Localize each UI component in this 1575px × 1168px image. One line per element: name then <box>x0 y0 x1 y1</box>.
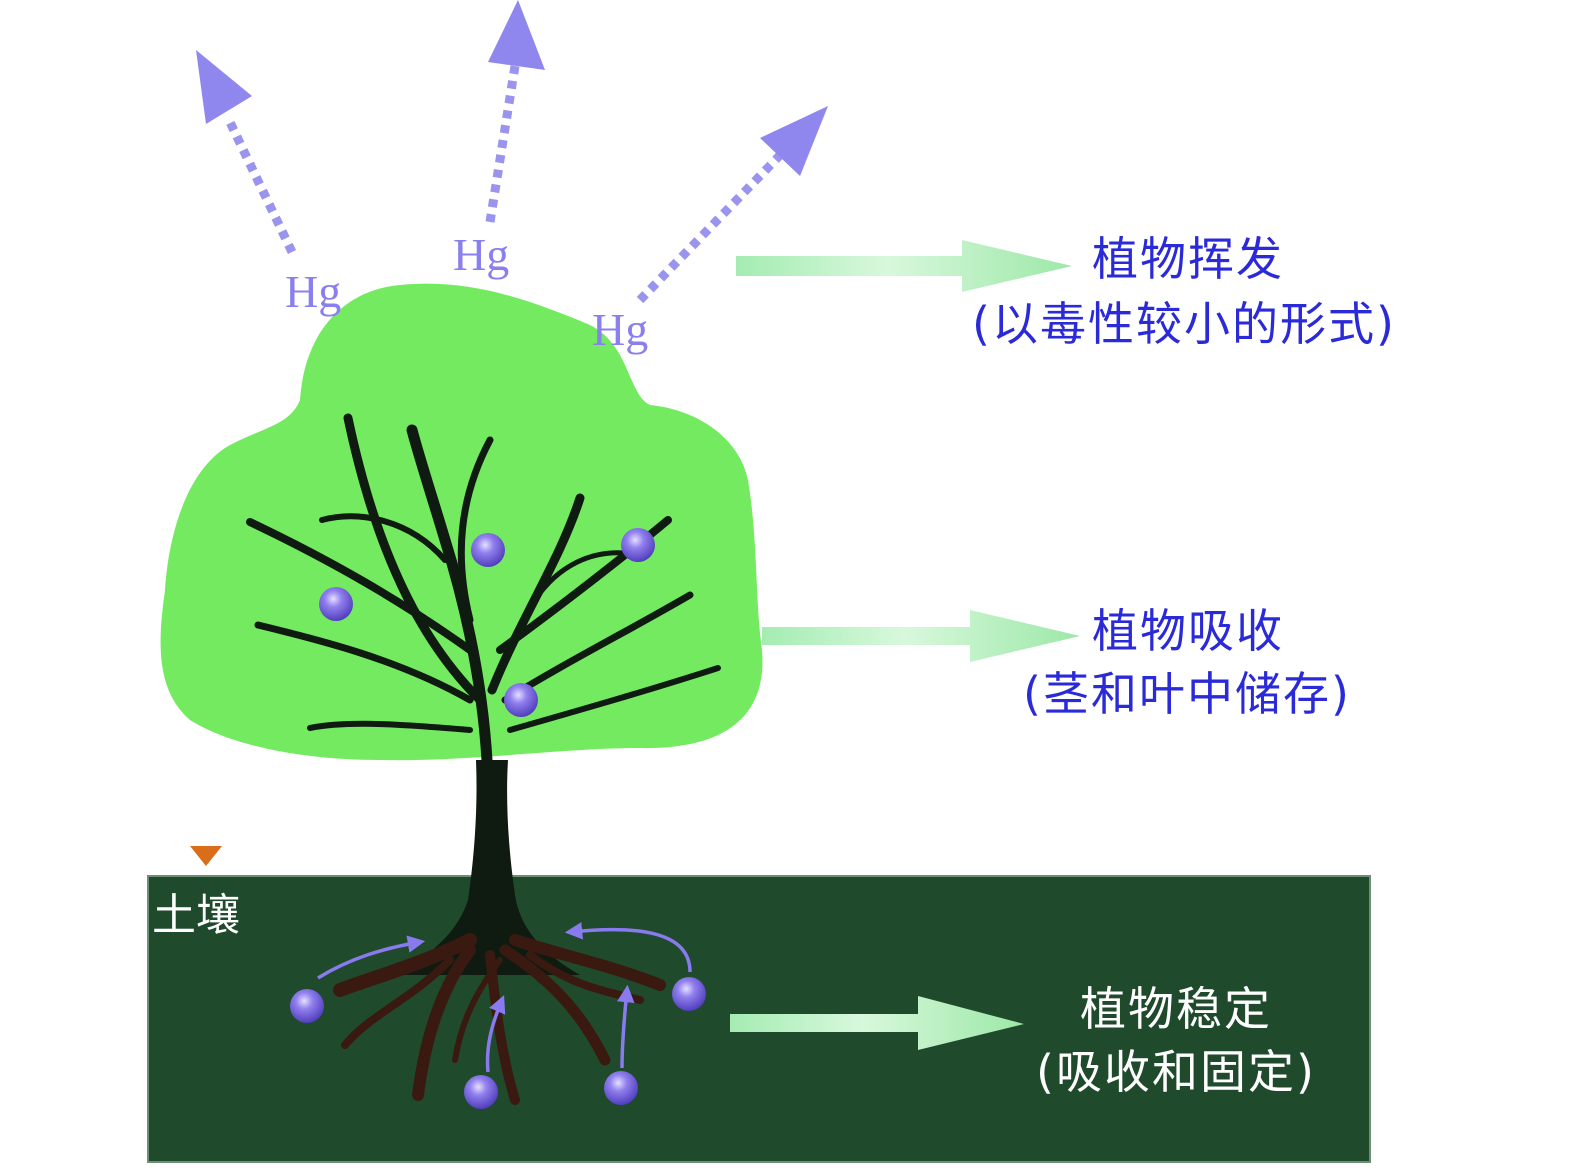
mercury-symbol-center: Hg <box>453 229 509 280</box>
uptake-arrow <box>564 922 692 973</box>
mercury-symbol-right: Hg <box>592 304 648 355</box>
uptake-arrow <box>317 935 426 980</box>
extraction-detail: (茎和叶中储存) <box>1023 667 1351 721</box>
process-arrow-volatilization <box>736 240 1072 292</box>
arrow-head-icon <box>488 0 545 70</box>
process-arrow-extraction <box>762 610 1080 662</box>
stabilization-title: 植物稳定 <box>1080 982 1272 1036</box>
process-arrow-stabilization <box>730 996 1024 1050</box>
extraction-title: 植物吸收 <box>1092 604 1284 658</box>
stabilization-detail: (吸收和固定) <box>1036 1045 1316 1099</box>
mercury-particle <box>464 1075 498 1109</box>
mercury-particle <box>672 977 706 1011</box>
tree-trunk <box>395 760 580 975</box>
mercury-particle <box>504 683 538 717</box>
uptake-arrow <box>617 984 635 1069</box>
mercury-particle <box>319 587 353 621</box>
mercury-particle <box>604 1071 638 1105</box>
volatilization-arrows <box>196 0 828 304</box>
mercury-particle <box>290 989 324 1023</box>
soil-label: 土壤 <box>152 890 240 941</box>
mercury-particle <box>471 533 505 567</box>
mercury-particle <box>621 528 655 562</box>
tree-roots <box>333 933 666 1105</box>
volatilization-detail: (以毒性较小的形式) <box>972 297 1396 351</box>
arrow-head-icon <box>760 106 828 176</box>
volatilization-title: 植物挥发 <box>1092 232 1284 286</box>
mercury-symbol-left: Hg <box>285 266 341 317</box>
water-level-marker-icon <box>190 846 222 866</box>
root-uptake-arrows <box>317 922 692 1073</box>
arrow-head-icon <box>196 50 252 124</box>
uptake-arrow <box>485 995 506 1073</box>
